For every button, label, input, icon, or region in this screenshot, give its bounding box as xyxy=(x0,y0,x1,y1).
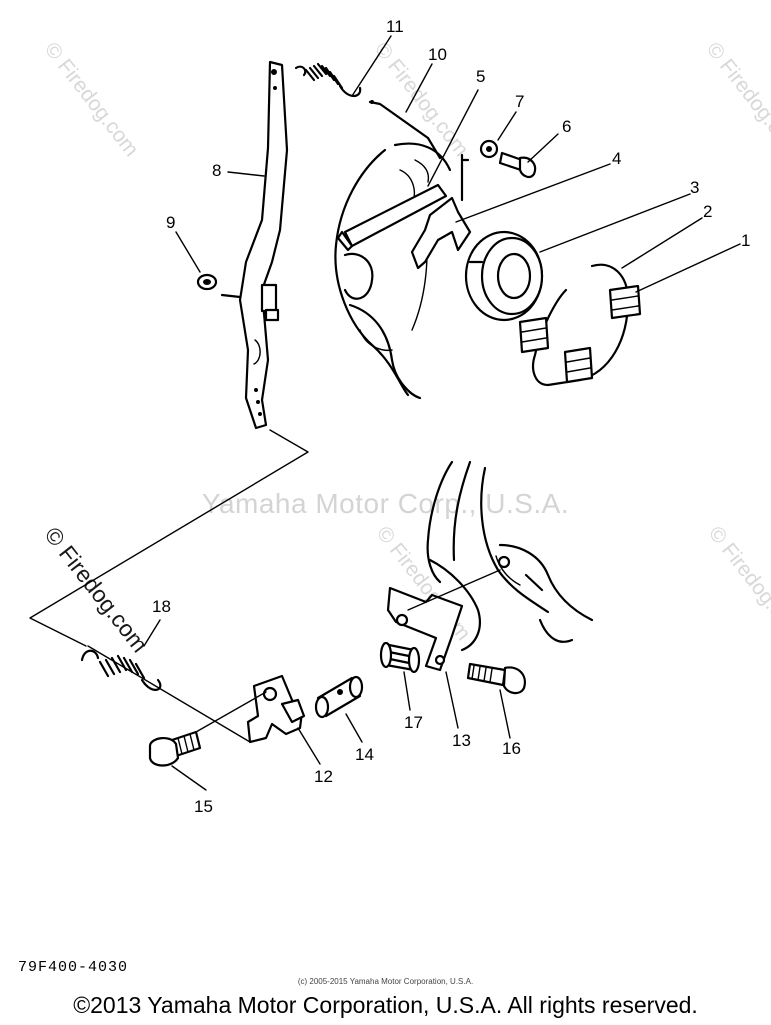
part-3-ring xyxy=(464,230,544,322)
part-7-washer xyxy=(479,139,499,159)
watermark-center: Yamaha Motor Corp., U.S.A. xyxy=(201,488,570,519)
copyright-small: (c) 2005-2015 Yamaha Motor Corporation, … xyxy=(297,977,474,986)
callout-13: 13 xyxy=(452,731,471,750)
callout-12: 12 xyxy=(314,767,333,786)
part-10-rod xyxy=(368,100,442,160)
part-12-plate xyxy=(246,674,306,744)
part-13-bracket xyxy=(386,586,464,672)
callout-10: 10 xyxy=(428,45,447,64)
part-2-clip xyxy=(518,263,642,387)
part-4-fork xyxy=(410,153,472,270)
part-8-lever xyxy=(238,60,289,430)
callout-7: 7 xyxy=(515,92,524,111)
guide-line xyxy=(29,429,309,647)
callout-labels: 1 2 3 4 5 6 7 8 9 10 11 18 17 13 16 14 1… xyxy=(152,17,750,816)
part-11-spring xyxy=(294,62,362,98)
copyright-notice: ©2013 Yamaha Motor Corporation, U.S.A. A… xyxy=(73,992,698,1018)
callout-6: 6 xyxy=(562,117,571,136)
callout-18: 18 xyxy=(152,597,171,616)
callout-15: 15 xyxy=(194,797,213,816)
part-5-shaft xyxy=(336,183,448,252)
callout-8: 8 xyxy=(212,161,221,180)
part-17-spring xyxy=(379,641,421,674)
callout-1: 1 xyxy=(741,231,750,250)
part-6-bolt xyxy=(498,151,537,179)
engine-housing-upper xyxy=(334,142,452,400)
callout-17: 17 xyxy=(404,713,423,732)
callout-9: 9 xyxy=(166,213,175,232)
part-code: 79F400-4030 xyxy=(18,959,129,976)
callout-11: 11 xyxy=(386,17,404,36)
callout-3: 3 xyxy=(690,178,699,197)
engine-housing-lower xyxy=(426,460,594,652)
callout-4: 4 xyxy=(612,149,621,168)
callout-2: 2 xyxy=(703,202,712,221)
part-18-spring xyxy=(80,649,162,691)
leader-lines-lower xyxy=(87,569,511,791)
callout-14: 14 xyxy=(355,745,374,764)
part-16-bolt xyxy=(466,662,526,695)
part-15-bolt xyxy=(148,730,202,767)
part-14-cylinder xyxy=(314,675,364,719)
leader-lines-upper xyxy=(175,35,741,293)
callout-5: 5 xyxy=(476,67,485,86)
part-9-grommet xyxy=(196,273,280,322)
callout-16: 16 xyxy=(502,739,521,758)
